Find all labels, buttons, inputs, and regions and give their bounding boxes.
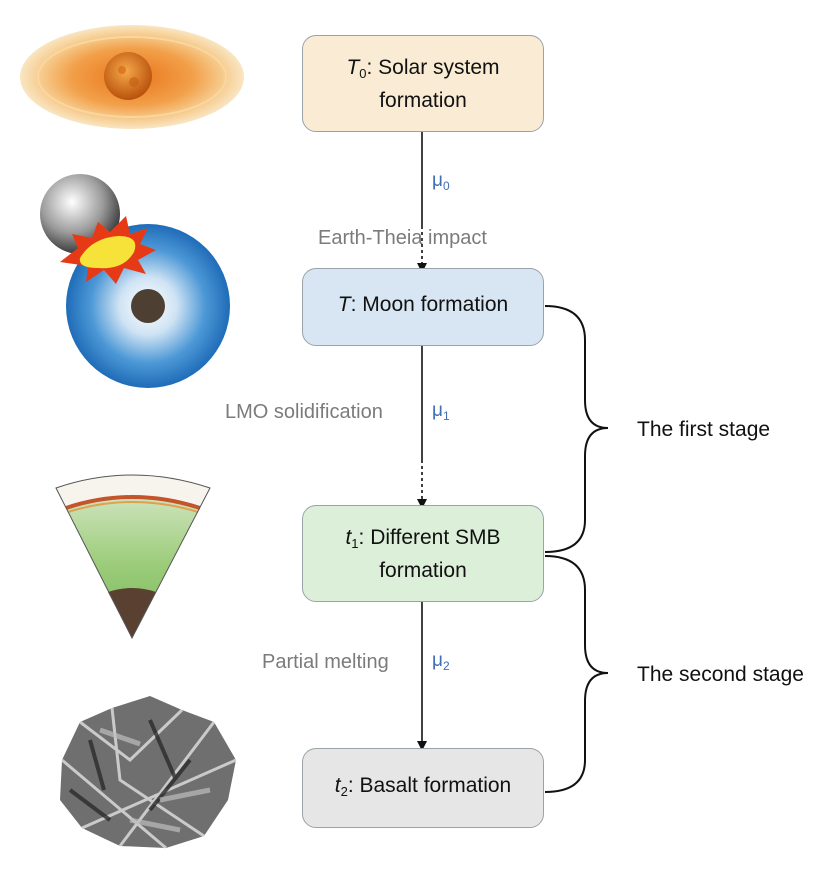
- edge-1-mu-symbol: μ: [432, 400, 443, 421]
- solar-nebula-illustration: [20, 25, 244, 129]
- stage-braces: [544, 305, 609, 793]
- edge-0-mu-sub: 0: [442, 179, 450, 193]
- node-3-line1: : Basalt formation: [347, 773, 512, 797]
- edge-2-mu: μ2: [432, 650, 450, 673]
- edge-0-mu-symbol: μ: [432, 170, 443, 191]
- impact-illustration: [40, 174, 230, 388]
- edge-1-mu: μ1: [432, 400, 450, 423]
- edge-0-label: Earth-Theia impact: [318, 227, 487, 249]
- node-different-smb-formation: t1: Different SMB formation: [302, 505, 544, 602]
- basalt-rock-illustration: [60, 696, 237, 850]
- node-2-line2: formation: [379, 558, 467, 582]
- lunar-wedge-illustration: [55, 474, 211, 640]
- node-2-symbol: t: [345, 525, 352, 549]
- node-2-line1: : Different SMB: [358, 525, 501, 549]
- node-3-symbol: t: [334, 773, 341, 797]
- edge-0-mu: μ0: [432, 170, 450, 193]
- node-basalt-formation: t2: Basalt formation: [302, 748, 544, 828]
- edge-1-mu-sub: 1: [442, 409, 450, 423]
- node-0-subscript: 0: [359, 65, 367, 81]
- node-0-symbol: T: [346, 55, 360, 79]
- node-0-line2: formation: [379, 88, 467, 112]
- node-solar-system-formation: T0: Solar system formation: [302, 35, 544, 132]
- node-1-line1: : Moon formation: [350, 292, 509, 316]
- brace-second-stage: [544, 555, 609, 793]
- edge-1-label: LMO solidification: [225, 401, 383, 423]
- node-0-line1: : Solar system: [366, 55, 500, 79]
- edge-2-label: Partial melting: [262, 651, 389, 673]
- stage-label-first: The first stage: [637, 418, 771, 441]
- node-3-subscript: 2: [340, 783, 348, 799]
- edge-2-mu-sub: 2: [442, 659, 450, 673]
- brace-first-stage: [544, 305, 609, 553]
- node-moon-formation: T: Moon formation: [302, 268, 544, 346]
- node-1-symbol: T: [337, 292, 351, 316]
- stage-label-second: The second stage: [637, 663, 804, 686]
- node-2-subscript: 1: [351, 535, 359, 551]
- edge-2-mu-symbol: μ: [432, 650, 443, 671]
